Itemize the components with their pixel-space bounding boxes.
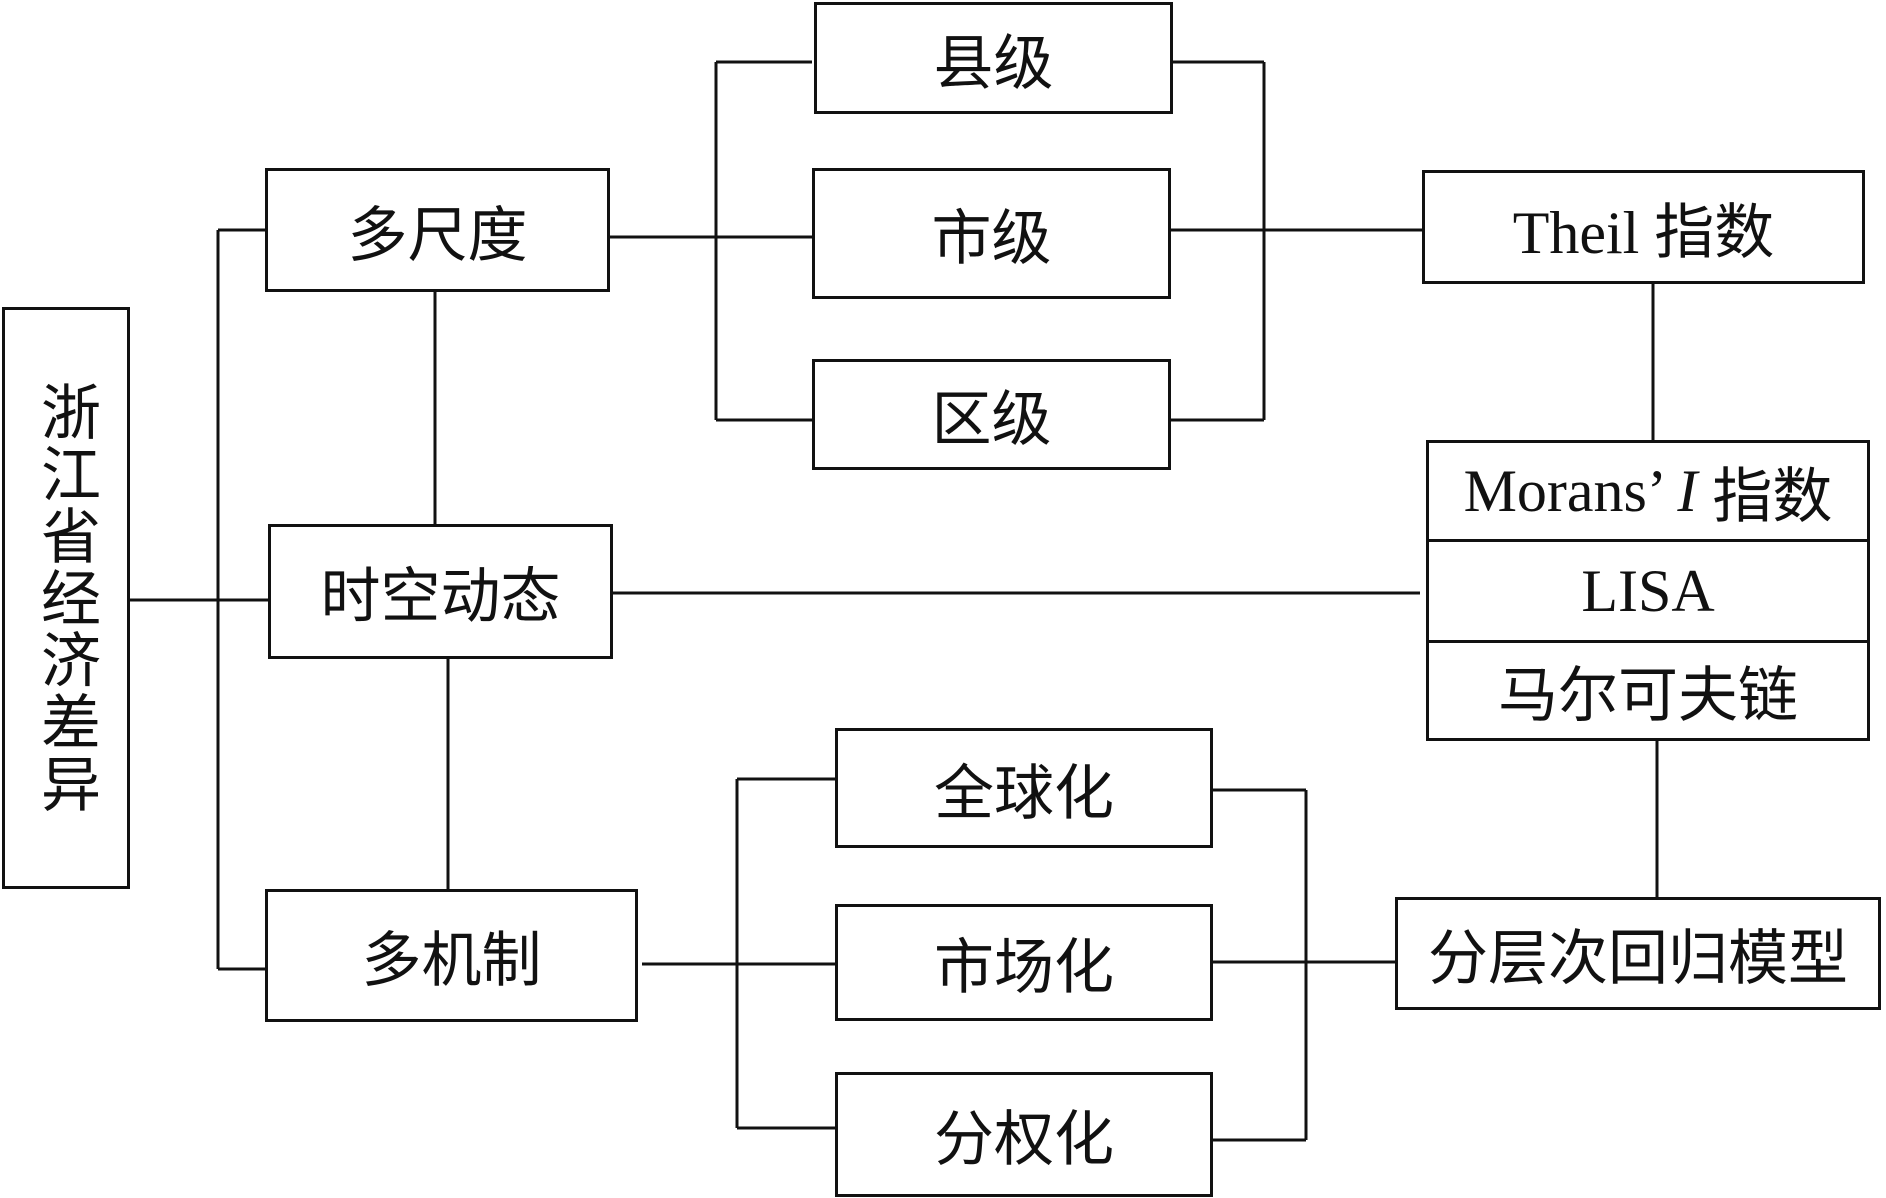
theil-index-label: Theil 指数 <box>1512 199 1775 266</box>
spatiotemporal-box: 时空动态 <box>268 524 613 659</box>
morans-suffix: 指数 <box>1697 463 1833 530</box>
spatiotemporal-label: 时空动态 <box>320 562 561 632</box>
multi-scale-label: 多尺度 <box>347 200 528 271</box>
decentralization-box: 分权化 <box>835 1072 1213 1197</box>
morans-prefix: Morans’ <box>1463 457 1678 524</box>
county-level-label: 县级 <box>933 28 1054 99</box>
theil-index-box: Theil 指数 <box>1422 170 1865 284</box>
markov-chain-cell: 马尔可夫链 <box>1429 640 1867 738</box>
morans-i-italic: I <box>1677 457 1698 524</box>
lisa-label: LISA <box>1581 557 1715 624</box>
district-level-box: 区级 <box>812 359 1171 470</box>
root-box: 浙江省经济差异 <box>2 307 130 889</box>
city-level-box: 市级 <box>812 168 1171 299</box>
globalization-box: 全球化 <box>835 728 1213 848</box>
spatial-methods-box: Morans’ I 指数 LISA 马尔可夫链 <box>1426 440 1870 741</box>
multi-scale-box: 多尺度 <box>265 168 610 292</box>
hlm-label: 分层次回归模型 <box>1428 924 1848 994</box>
lisa-cell: LISA <box>1429 539 1867 640</box>
marketization-box: 市场化 <box>835 904 1213 1021</box>
multi-mechanism-label: 多机制 <box>361 926 542 996</box>
hlm-box: 分层次回归模型 <box>1395 897 1881 1010</box>
morans-i-cell: Morans’ I 指数 <box>1429 443 1867 539</box>
city-level-label: 市级 <box>931 204 1052 274</box>
county-level-box: 县级 <box>814 2 1173 114</box>
markov-chain-label: 马尔可夫链 <box>1498 661 1798 731</box>
district-level-label: 区级 <box>931 385 1052 455</box>
decentralization-label: 分权化 <box>934 1105 1114 1175</box>
globalization-label: 全球化 <box>934 758 1114 829</box>
root-label: 浙江省经济差异 <box>30 381 101 815</box>
multi-mechanism-box: 多机制 <box>265 889 638 1022</box>
marketization-label: 市场化 <box>934 933 1114 1003</box>
